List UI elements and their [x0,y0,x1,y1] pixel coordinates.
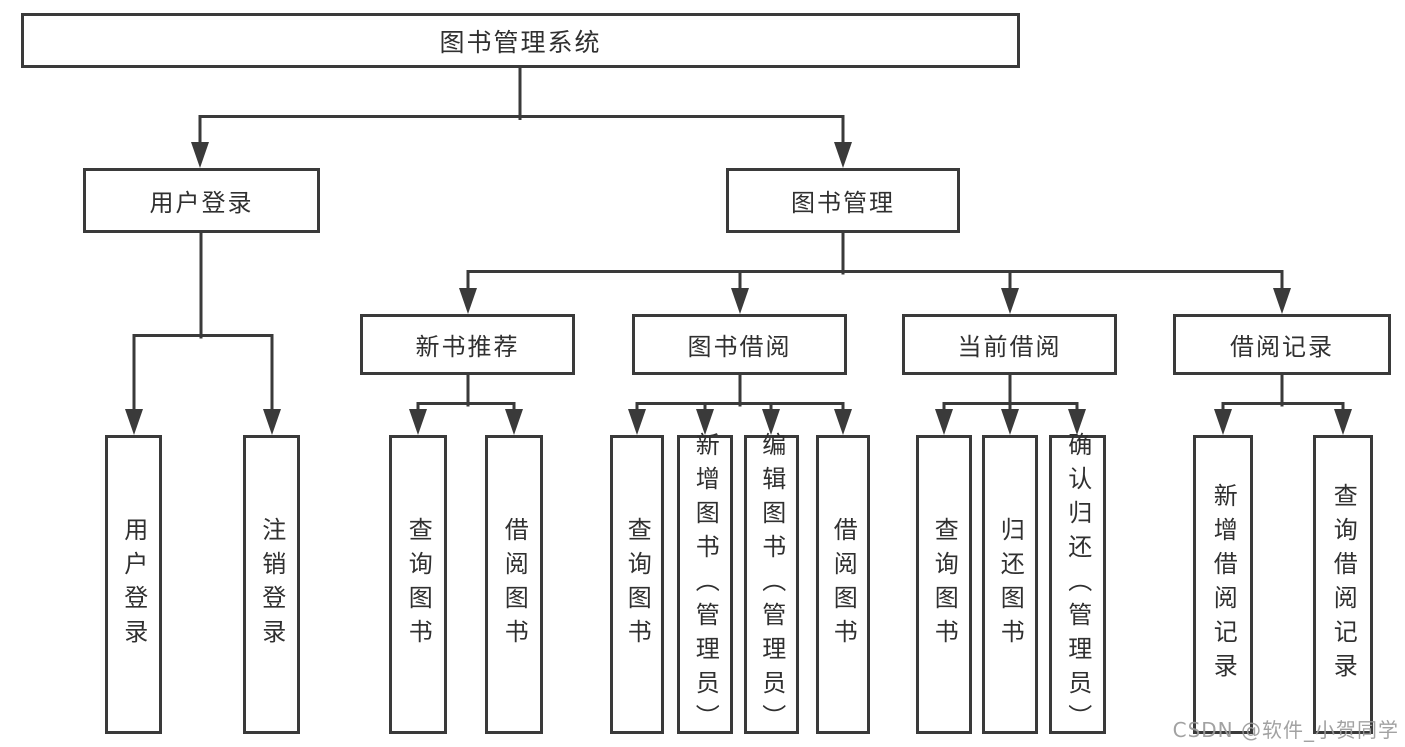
csdn-watermark: CSDN @软件_小贺同学 [1172,718,1399,742]
leaf-add-borrow-record: 新增借阅记录 [1193,435,1253,734]
node-label: 归还图书 [996,516,1025,653]
node-current-borrow: 当前借阅 [902,314,1117,375]
node-new-book-recommend: 新书推荐 [360,314,575,375]
leaf-logout: 注销登录 [243,435,300,734]
node-book-management: 图书管理 [726,168,960,233]
node-user-login: 用户登录 [83,168,320,233]
leaf-query-borrow-record: 查询借阅记录 [1313,435,1373,734]
connector-lines [132,68,1345,412]
node-label: 编辑图书（管理员） [757,431,786,738]
leaf-query-books-recommend: 查询图书 [389,435,447,734]
node-label: 借阅图书 [500,516,529,653]
node-label: 图书管理系统 [439,27,602,57]
node-label: 确认归还（管理员） [1063,431,1092,738]
node-label: 当前借阅 [957,333,1062,361]
leaf-return-books: 归还图书 [982,435,1038,734]
node-label: 查询图书 [930,516,959,653]
leaf-edit-books-admin: 编辑图书（管理员） [744,432,799,738]
leaf-borrow-books-recommend: 借阅图书 [485,435,543,734]
node-label: 新增图书（管理员） [691,431,720,738]
node-label: 借阅图书 [829,516,858,653]
leaf-query-books-borrow: 查询图书 [610,435,664,734]
node-label: 用户登录 [119,516,148,653]
leaf-borrow-books: 借阅图书 [816,435,870,734]
node-label: 用户登录 [149,189,254,217]
node-label: 新增借阅记录 [1209,482,1238,687]
leaf-query-books-current: 查询图书 [916,435,972,734]
node-label: 借阅记录 [1230,333,1334,361]
node-label: 图书借阅 [687,333,792,361]
node-label: 注销登录 [257,516,286,653]
arrowheads [125,142,1352,435]
node-label: 新书推荐 [415,333,520,361]
leaf-user-login: 用户登录 [105,435,162,734]
node-label: 图书管理 [791,189,895,217]
node-borrow-records: 借阅记录 [1173,314,1391,375]
node-book-borrow: 图书借阅 [632,314,847,375]
leaf-confirm-return-admin: 确认归还（管理员） [1049,432,1106,738]
node-label: 查询借阅记录 [1329,482,1358,687]
node-label: 查询图书 [623,516,652,653]
node-label: 查询图书 [404,516,433,653]
leaf-add-books-admin: 新增图书（管理员） [677,432,733,738]
node-root: 图书管理系统 [21,13,1020,68]
